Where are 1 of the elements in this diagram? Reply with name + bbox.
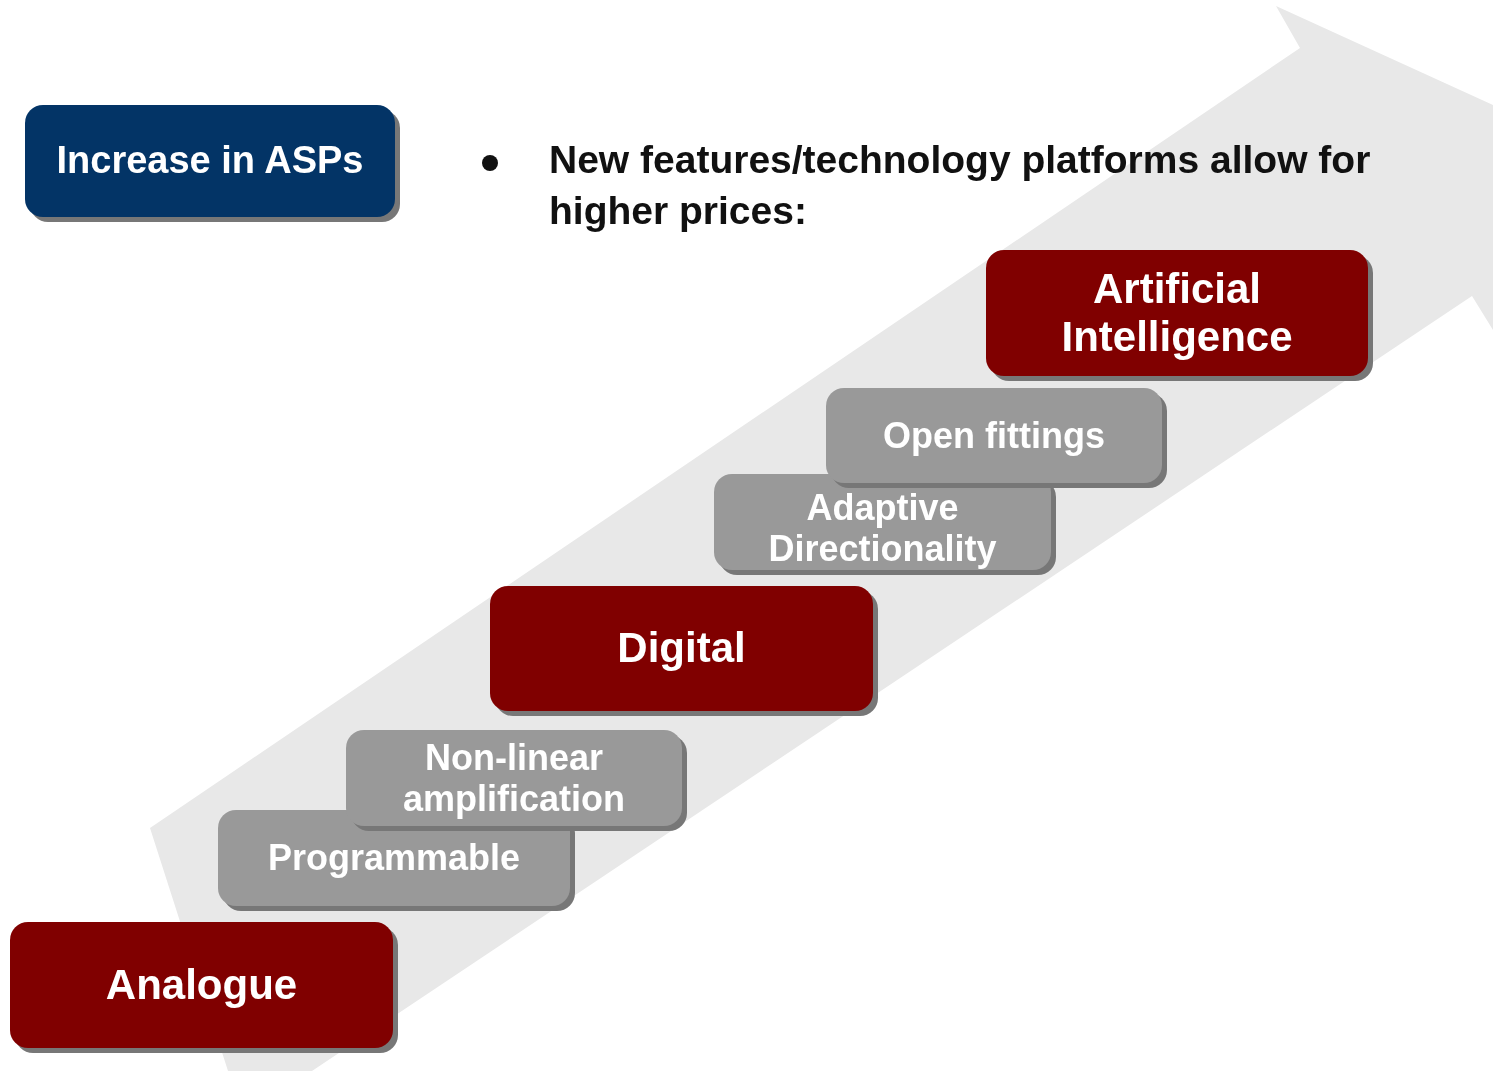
bullet-text: New features/technology platforms allow for higher prices:: [549, 137, 1372, 234]
